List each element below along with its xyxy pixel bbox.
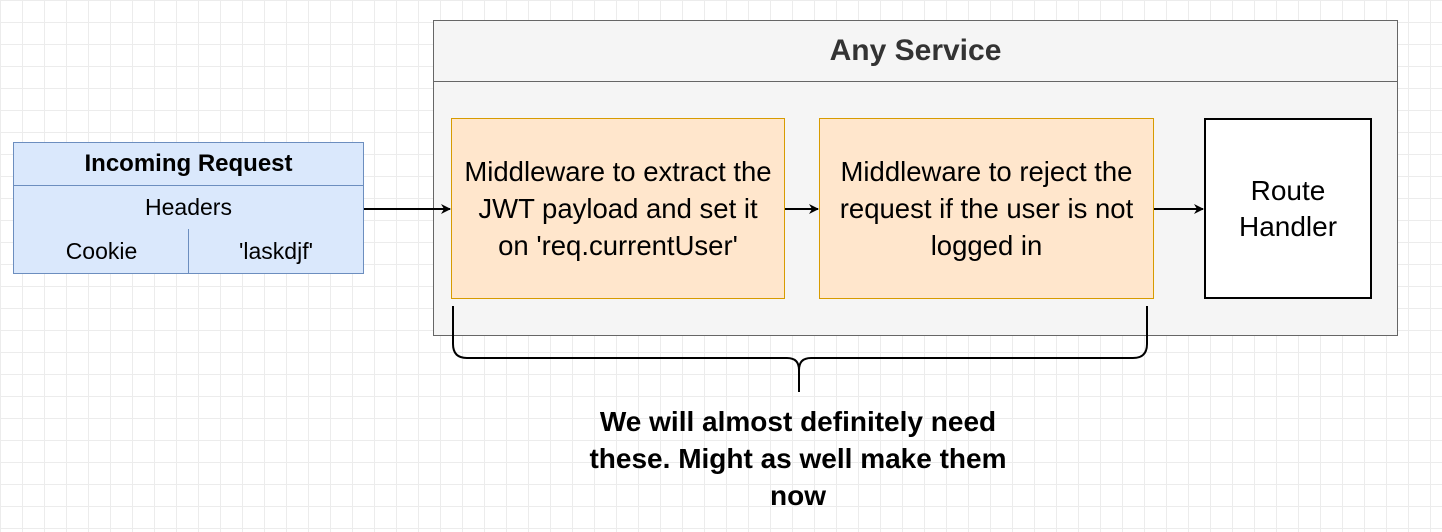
route-handler: Route Handler <box>1204 118 1372 299</box>
curly-brace <box>452 306 1148 392</box>
route-handler-label: Route Handler <box>1238 174 1338 242</box>
headers-row: Headers <box>13 186 364 230</box>
middleware-extract-jwt: Middleware to extract the JWT payload an… <box>451 118 785 299</box>
middleware-extract-label: Middleware to extract the JWT payload an… <box>464 156 772 261</box>
middleware-note: We will almost definitely need these. Mi… <box>589 406 1007 511</box>
service-title: Any Service <box>433 20 1398 82</box>
middleware-require-auth: Middleware to reject the request if the … <box>819 118 1154 299</box>
cookie-value-cell: 'laskdjf' <box>188 229 364 274</box>
incoming-request-title: Incoming Request <box>13 142 364 186</box>
middleware-reject-label: Middleware to reject the request if the … <box>839 156 1134 261</box>
